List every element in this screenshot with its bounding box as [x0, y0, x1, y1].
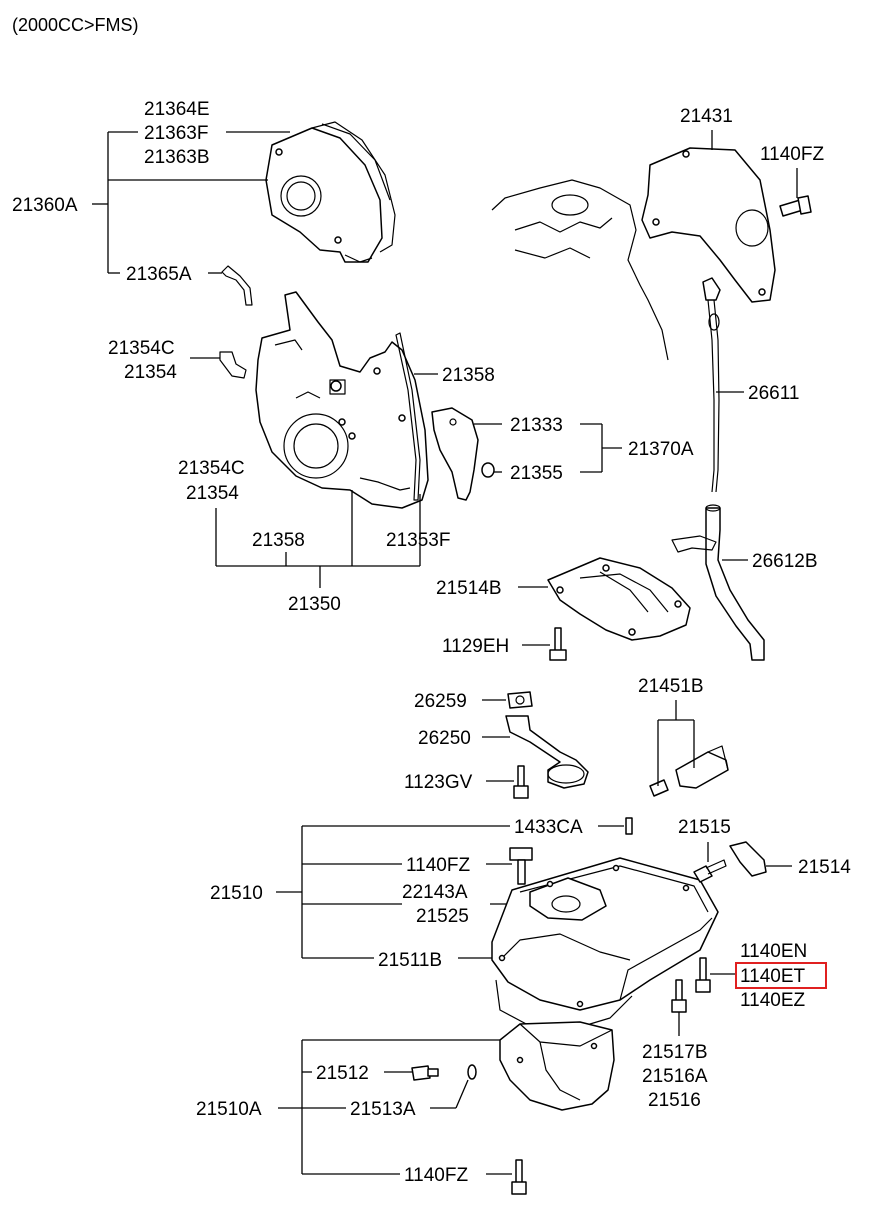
sealant-tube-21451B-drawing	[649, 745, 729, 797]
label-21350: 21350	[288, 594, 341, 615]
label-26612B: 26612B	[752, 551, 818, 572]
label-26611: 26611	[748, 383, 799, 404]
dipstick-guide-26612B-drawing	[671, 504, 765, 661]
dipstick-26611-drawing	[702, 277, 721, 493]
label-21451B: 21451B	[638, 676, 704, 697]
bolt-1140ET-drawing	[695, 957, 711, 993]
leader-21350	[190, 357, 438, 588]
timing-cover-lower-drawing	[255, 291, 429, 509]
oil-pan-lower-21510A-drawing	[499, 1021, 615, 1111]
seal-clip-drawing	[398, 414, 406, 422]
label-1433CA: 1433CA	[514, 817, 583, 838]
bolt-21515-drawing	[693, 859, 727, 883]
bracket-21333-drawing	[431, 407, 495, 501]
highlight-box-1140ET	[735, 962, 827, 989]
leader-21451B	[657, 700, 695, 786]
label-1140ET: 1140ET	[740, 966, 806, 987]
bolt-1140FZ-top-drawing	[779, 195, 812, 217]
label-21354-upper: 21354	[124, 362, 177, 383]
label-1140EN: 1140EN	[740, 941, 807, 962]
seal-21358-drawing	[395, 332, 421, 501]
oil-pump-case-21431-drawing	[641, 147, 776, 303]
leader-21370A	[474, 423, 622, 473]
label-21363B: 21363B	[144, 147, 210, 168]
label-21512: 21512	[316, 1063, 369, 1084]
label-21358-right: 21358	[442, 365, 495, 386]
drain-plug-21512-drawing	[411, 1065, 439, 1081]
label-1129EH: 1129EH	[442, 636, 509, 657]
label-26259: 26259	[414, 691, 467, 712]
label-21515: 21515	[678, 817, 731, 838]
label-21354-lower: 21354	[186, 483, 239, 504]
baffle-21514B-drawing	[547, 557, 691, 641]
label-1123GV: 1123GV	[404, 772, 473, 793]
label-1140FZ-top: 1140FZ	[760, 144, 824, 165]
label-21510A: 21510A	[196, 1099, 262, 1120]
label-26250: 26250	[418, 728, 471, 749]
plug-1433CA-drawing	[625, 817, 633, 835]
pipe-21365A-drawing	[221, 265, 253, 306]
gasket-26259-drawing	[507, 691, 533, 709]
label-21516A: 21516A	[642, 1066, 708, 1087]
bolt-1129EH-drawing	[549, 627, 567, 661]
bolt-1123GV-drawing	[513, 765, 529, 799]
label-21364E: 21364E	[144, 99, 210, 120]
label-21513A: 21513A	[350, 1099, 416, 1120]
label-21514B: 21514B	[436, 578, 502, 599]
label-1140EZ: 1140EZ	[740, 990, 806, 1011]
label-21514: 21514	[798, 857, 851, 878]
variant-header: (2000CC>FMS)	[12, 15, 139, 35]
label-21365A: 21365A	[126, 264, 192, 285]
bolt-21517B-drawing	[671, 979, 687, 1013]
label-21517B: 21517B	[642, 1042, 708, 1063]
label-21333: 21333	[510, 415, 563, 436]
label-21354C-upper: 21354C	[108, 338, 175, 359]
label-21358-lower: 21358	[252, 530, 305, 551]
label-21354C-lower: 21354C	[178, 458, 245, 479]
bracket-21510A	[278, 1039, 512, 1175]
bracket-21514-drawing	[729, 841, 767, 877]
label-21363F: 21363F	[144, 123, 208, 144]
label-21370A: 21370A	[628, 439, 694, 460]
strainer-26250-drawing	[505, 715, 589, 789]
gasket-21513A-drawing	[467, 1064, 477, 1080]
label-21353F: 21353F	[386, 530, 450, 551]
label-21511B: 21511B	[378, 950, 442, 971]
engine-block-outline-drawing	[491, 179, 669, 361]
label-22143A: 22143A	[402, 882, 468, 903]
label-21510: 21510	[210, 883, 263, 904]
label-21516: 21516	[648, 1090, 701, 1111]
bolt-1140FZ-lower-drawing	[511, 1159, 527, 1195]
bracket-21510	[276, 825, 624, 959]
oil-pan-21510-drawing	[491, 857, 719, 1031]
timing-cover-upper-drawing	[265, 121, 396, 263]
bolt-1140FZ-pan-drawing	[509, 847, 533, 885]
label-21355: 21355	[510, 463, 563, 484]
label-1140FZ-lower: 1140FZ	[404, 1165, 468, 1186]
part-labels: 21364E 21363F 21363B 21360A 21365A 21354…	[12, 99, 851, 1186]
label-21525: 21525	[416, 906, 469, 927]
clip-21354C-drawing	[219, 351, 247, 379]
label-21431: 21431	[680, 106, 733, 127]
label-21360A: 21360A	[12, 195, 78, 216]
label-1140FZ-pan: 1140FZ	[406, 855, 470, 876]
leader-21360A	[92, 131, 290, 274]
